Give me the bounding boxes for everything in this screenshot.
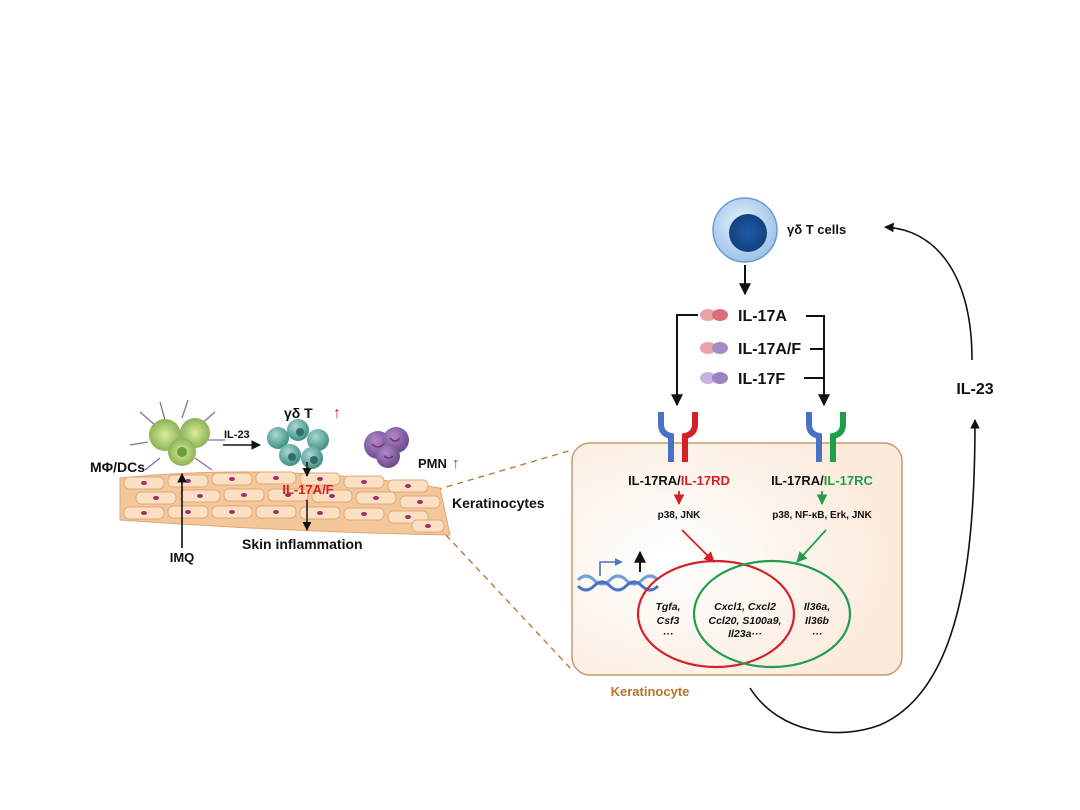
keratinocyte-layer-icon: [119, 471, 451, 536]
venn-rd-circle: [636, 559, 796, 669]
skin-inflammation-label: Skin inflammation: [242, 536, 363, 552]
gene-left-1: Tgfa,: [655, 601, 680, 613]
mphi-dcs-label: MΦ/DCs: [90, 459, 145, 475]
zoom-line-bottom: [445, 534, 573, 671]
gd-t-cells-label: γδ T cells: [787, 222, 846, 237]
gene-middle-2: Ccl20, S100a9,: [709, 615, 782, 627]
gd-t-label: γδ T: [284, 405, 313, 421]
right-to-genes-arrow: [796, 529, 827, 563]
il17f-dimer-icon: [700, 372, 728, 384]
il17af-label: IL-17A/F: [738, 341, 801, 358]
gene-middle-1: Cxcl1, Cxcl2: [714, 601, 776, 613]
venn-rc-circle: [692, 559, 852, 669]
feedback-lower-arrow: [749, 419, 980, 734]
transcription-icon: [576, 558, 660, 592]
keratinocyte-caption: Keratinocyte: [611, 684, 690, 699]
gene-left-2: Csf3: [657, 615, 680, 627]
gene-right-2: Il36b: [805, 615, 830, 627]
il23-feedback-label: IL-23: [956, 381, 993, 398]
il23-left-label: IL-23: [224, 429, 250, 441]
zoom-line-top: [435, 449, 573, 491]
imq-label: IMQ: [170, 550, 195, 565]
il17af-dimer-icon: [700, 342, 728, 354]
pathway-right-label: p38, NF-κB, Erk, JNK: [772, 510, 872, 521]
il17f-label: IL-17F: [738, 371, 785, 388]
feedback-upper-arrow: [884, 222, 973, 361]
pmn-up-arrow: ↑: [452, 455, 460, 472]
right-bracket-arrow: [806, 315, 830, 407]
receptor-rc-icon: [806, 412, 846, 462]
il17a-dimer-icon: [700, 309, 728, 321]
left-bracket-arrow: [671, 314, 698, 407]
pmn-cell-icon: [364, 427, 409, 468]
keratinocytes-label: Keratinocytes: [452, 495, 545, 511]
left-to-genes-arrow: [681, 529, 715, 563]
gd-t-up-arrow: ↑: [333, 405, 341, 422]
gene-right-3: ···: [812, 628, 823, 640]
il17a-label: IL-17A: [738, 308, 787, 325]
gene-right-1: Il36a,: [804, 601, 830, 613]
macrophage-dc-icon: [129, 399, 225, 471]
pathway-left-label: p38, JNK: [658, 510, 702, 521]
receptor-rc-label: IL-17RA/IL-17RC: [771, 473, 873, 488]
receptor-rd-icon: [658, 412, 698, 462]
gene-middle-3: Il23a···: [728, 628, 762, 640]
receptor-rd-label: IL-17RA/IL-17RD: [628, 473, 730, 488]
gene-left-3: ···: [663, 628, 674, 640]
gd-t-cluster-icon: [267, 419, 329, 469]
il17af-skin-label: IL-17A/F: [282, 482, 333, 497]
pmn-label: PMN: [418, 456, 447, 471]
gd-t-cell-icon: [712, 197, 778, 263]
